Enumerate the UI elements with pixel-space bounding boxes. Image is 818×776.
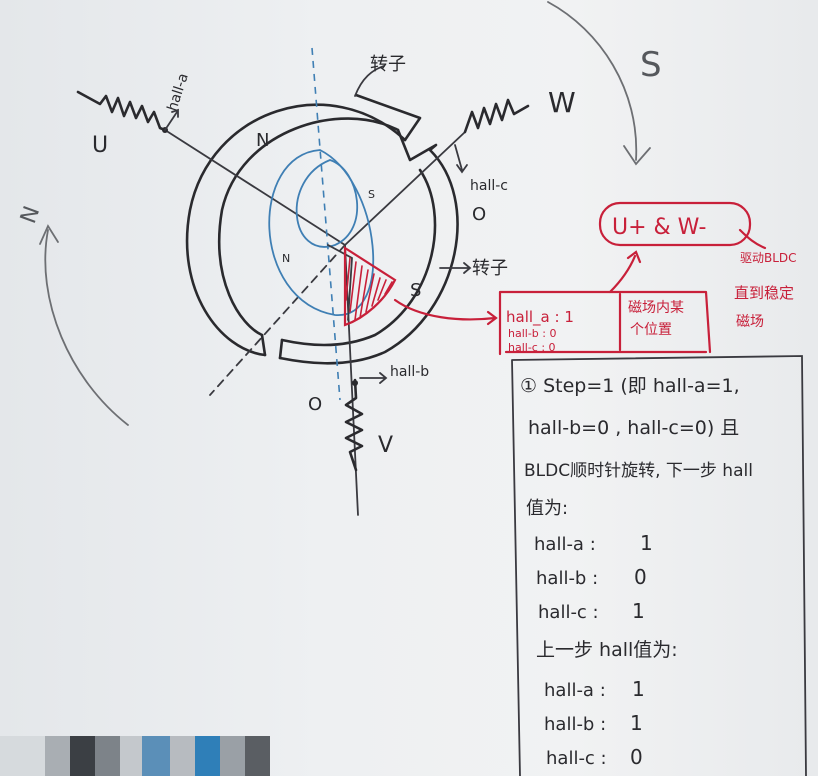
- notes-frame: [511, 355, 807, 776]
- next-hall-b-name: hall-b :: [536, 568, 598, 589]
- rotor-right-arrow: [439, 262, 472, 274]
- axis-u: [164, 129, 346, 246]
- label-u: U: [92, 133, 108, 158]
- axis-blue-dashed: [311, 47, 341, 401]
- rotor-top-arrow: [354, 65, 385, 97]
- label-hall-a-top: hall-a: [165, 71, 192, 113]
- label-zero-b: O: [308, 394, 322, 415]
- next-hall-b-value: 0: [634, 565, 647, 589]
- label-zero-c: O: [472, 204, 486, 225]
- prev-hall-c-value: 0: [630, 745, 643, 769]
- prev-hall-a-name: hall-a :: [544, 680, 606, 701]
- red-hall-b: hall-b : 0: [508, 327, 556, 340]
- red-drive: U+ & W-: [612, 215, 706, 240]
- label-w: W: [548, 86, 576, 119]
- rotor-outer: [268, 149, 374, 316]
- red-sector-outline: [343, 245, 397, 327]
- arrowhead-left: [39, 224, 59, 245]
- label-hall-b: hall-b: [390, 364, 429, 380]
- axis-diag: [209, 244, 346, 396]
- prev-hall-b-name: hall-b :: [544, 714, 606, 735]
- red-drive-note-1: 驱动BLDC: [740, 251, 797, 265]
- hall-bracket: [498, 290, 712, 356]
- prev-hall-b-value: 1: [630, 711, 643, 735]
- coil-u: [76, 90, 167, 132]
- prev-hall-c-name: hall-c :: [546, 748, 607, 769]
- label-n-stator: N: [256, 130, 269, 151]
- red-drive-note-2: 直到稳定: [734, 284, 794, 302]
- rotation-arc-top: [547, 1, 638, 161]
- label-hall-c: hall-c: [470, 178, 508, 194]
- stator-gap-top: [354, 93, 438, 162]
- hall-c-arrow: [454, 144, 468, 174]
- red-sector-2: 个位置: [630, 322, 672, 338]
- note-line-2: hall-b=0 , hall-c=0) 且: [528, 417, 739, 439]
- coil-w: [463, 98, 530, 134]
- next-hall-a-name: hall-a :: [534, 534, 596, 555]
- arrowhead-top: [623, 145, 651, 166]
- node-v: [352, 380, 358, 386]
- next-hall-c-name: hall-c :: [538, 602, 599, 623]
- coil-v: [344, 378, 364, 472]
- red-sector-1: 磁场内某: [628, 300, 684, 316]
- red-hall-a: hall_a : 1: [506, 308, 574, 327]
- prev-hall-a-value: 1: [632, 677, 645, 701]
- label-rotor-top: 转子: [370, 54, 406, 75]
- note-line-1: ① Step=1 (即 hall-a=1,: [520, 375, 740, 397]
- label-rotor-right: 转子: [472, 258, 508, 279]
- label-s-rotor: S: [410, 280, 421, 301]
- note-line-4: 值为:: [526, 498, 568, 519]
- label-s-top: S: [640, 45, 662, 85]
- red-arrow-up: [608, 250, 642, 294]
- rotor-inner: [295, 159, 359, 248]
- hall-b-arrow: [359, 372, 388, 384]
- stator-inner-ring: [217, 117, 400, 337]
- red-arrow-to-box: [393, 298, 498, 326]
- next-hall-a-value: 1: [640, 531, 653, 555]
- note-line-3: BLDC顺时针旋转, 下一步 hall: [524, 461, 753, 481]
- red-drive-note-3: 磁场: [736, 314, 764, 330]
- stator-right-inner: [280, 168, 437, 347]
- stator-right-ring: [278, 148, 459, 365]
- label-n-rotor-small: N: [282, 252, 290, 265]
- rotation-arc-left: [44, 229, 129, 426]
- red-hall-c: hall-c : 0: [508, 341, 556, 354]
- drive-bubble: [598, 201, 752, 247]
- red-hatch: [345, 257, 393, 321]
- hall-a-arrow: [164, 108, 179, 131]
- rotor-center-v: [327, 244, 353, 321]
- stator-gap-bottom: [260, 333, 284, 360]
- label-s-rotor-small: S: [368, 188, 375, 201]
- label-n-left: N: [16, 203, 45, 227]
- prev-title: 上一步 hall值为:: [536, 639, 678, 661]
- axis-w: [344, 131, 466, 246]
- red-arrow-right: [738, 228, 767, 250]
- label-v: V: [378, 433, 393, 458]
- stator-outer-ring: [185, 103, 407, 357]
- next-hall-c-value: 1: [632, 599, 645, 623]
- pixelated-strip: [0, 736, 270, 776]
